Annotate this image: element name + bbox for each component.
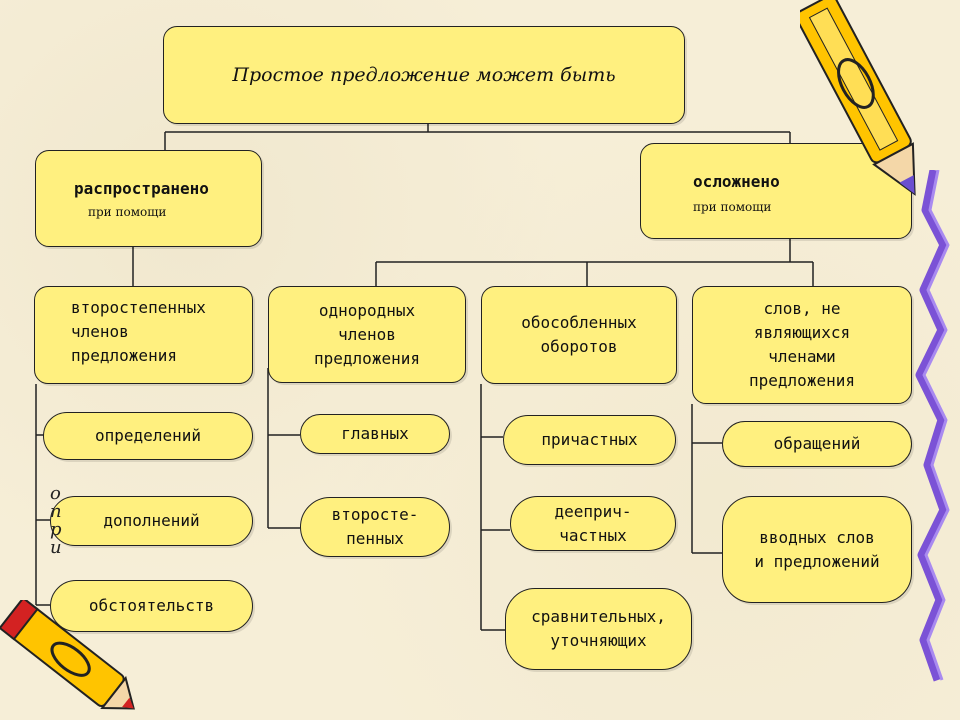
- branch-widespread-title: распространено: [74, 179, 209, 198]
- item-definitions: определений: [43, 412, 253, 460]
- branch-complicated-title: осложнено: [693, 172, 780, 191]
- item-secondary-members: второсте- пенных: [300, 497, 450, 557]
- item-introductory: вводных слов и предложений: [722, 496, 912, 603]
- item-comparative: сравнительных, уточняющих: [505, 588, 692, 670]
- category-homogeneous-members: однородных членов предложения: [268, 286, 466, 383]
- item-address: обращений: [722, 421, 912, 467]
- branch-widespread-box: распространено при помощи: [35, 150, 262, 247]
- category-secondary-members: второстепенных членов предложения: [34, 286, 253, 384]
- item-adverbial-participial: дееприч- частных: [510, 496, 676, 551]
- item-objects: дополнений: [50, 496, 253, 546]
- category-non-member-words: слов, не являющихся членами предложения: [692, 286, 912, 404]
- branch-widespread-subtitle: при помощи: [88, 205, 166, 219]
- ribbon-decoration: [912, 170, 960, 700]
- category-isolated-phrases: обособленных оборотов: [481, 286, 677, 384]
- root-box: Простое предложение может быть: [163, 26, 685, 124]
- pencil-top-right-icon: [800, 0, 940, 230]
- root-label: Простое предложение может быть: [232, 64, 615, 86]
- item-main-members: главных: [300, 414, 450, 454]
- overflow-text: о п р и: [50, 485, 72, 557]
- item-participial: причастных: [503, 415, 676, 465]
- branch-complicated-subtitle: при помощи: [693, 200, 771, 214]
- pencil-bottom-left-icon: [0, 600, 150, 720]
